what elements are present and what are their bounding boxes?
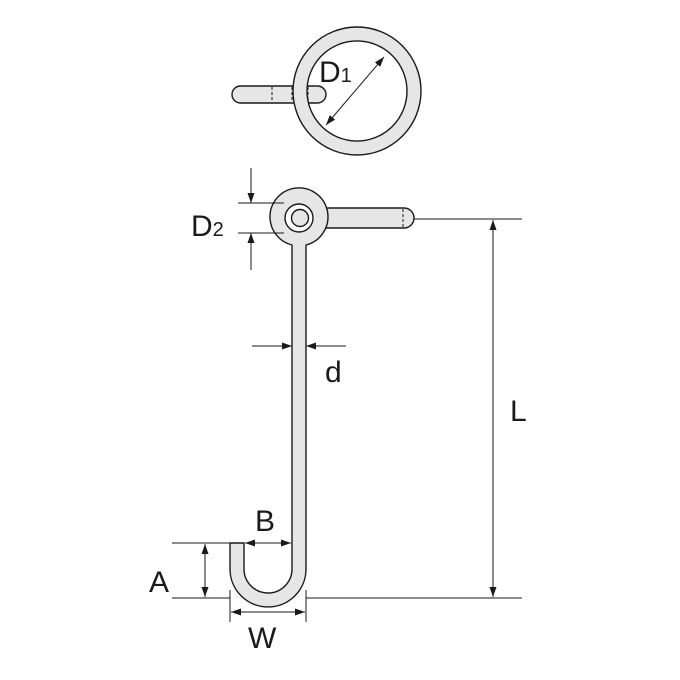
rod-top-view	[231, 85, 327, 104]
w-label: W	[248, 622, 277, 655]
hook-body	[229, 187, 329, 608]
rod-end-in-eye	[290, 208, 310, 228]
d1-label: D	[319, 56, 341, 89]
d1-subscript: 1	[341, 65, 352, 87]
b-label: B	[255, 505, 275, 538]
svg-text:D2: D2	[191, 210, 224, 243]
ring-outline	[292, 26, 422, 156]
a-label: A	[149, 566, 169, 599]
svg-text:D1: D1	[319, 56, 352, 89]
ring-top-view: D1	[231, 26, 422, 156]
d1-dimension-arrow	[325, 56, 385, 126]
l-label: L	[510, 395, 527, 428]
d-label: d	[325, 356, 342, 389]
d2-label: D	[191, 210, 213, 243]
dimension-lines	[172, 168, 522, 622]
hook-side-view	[229, 187, 415, 608]
d2-subscript: 2	[213, 219, 224, 241]
